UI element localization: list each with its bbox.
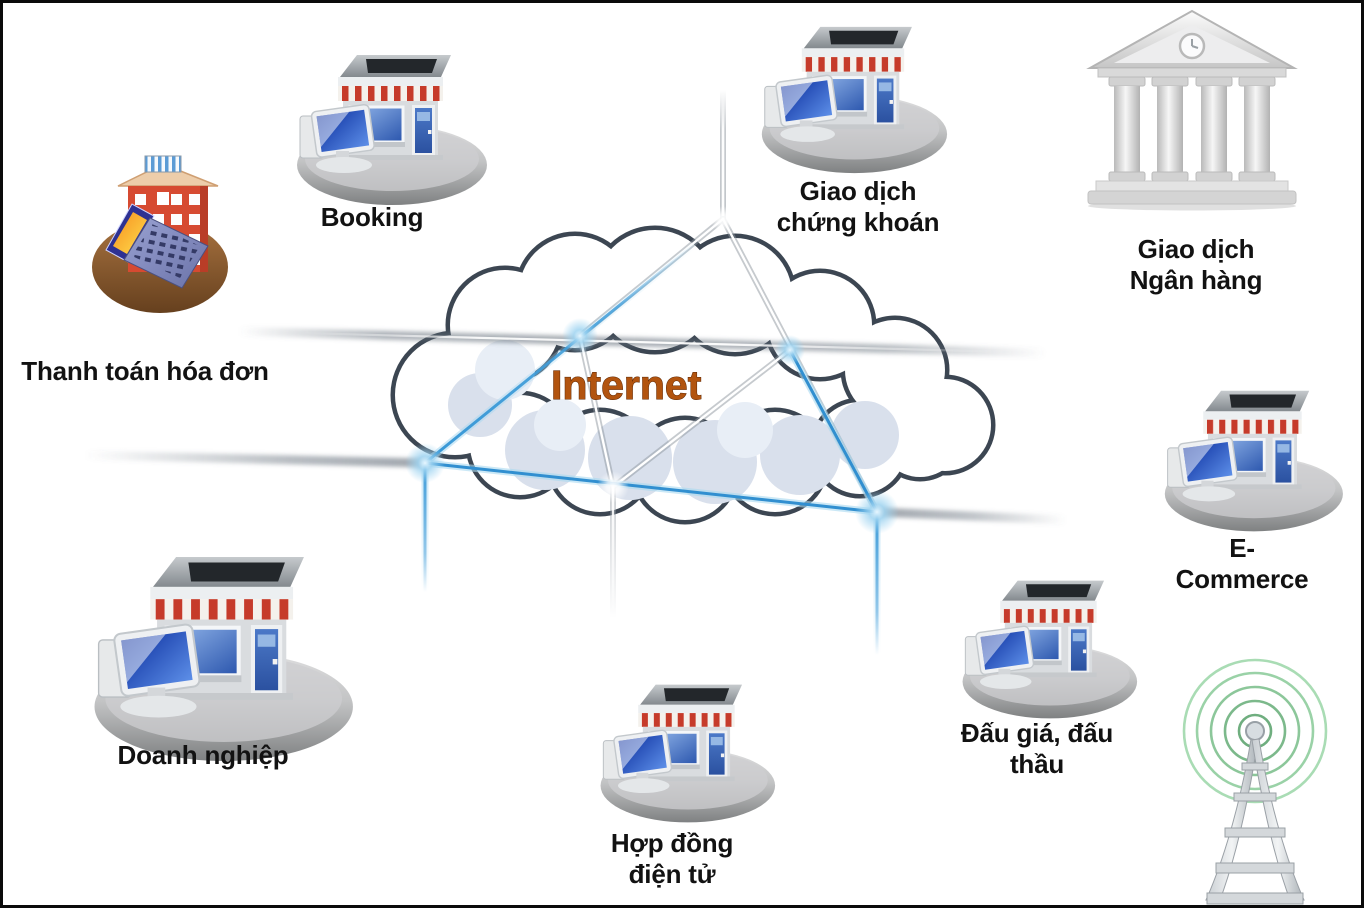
storefront-computer-icon (1158, 386, 1346, 536)
radio-tower-signal-icon (1180, 645, 1330, 908)
storefront-computer-icon (956, 576, 1140, 723)
storefront-computer-icon (290, 50, 490, 210)
label-stock-trading: Giao dịch chứng khoán (776, 176, 940, 237)
node-stock-trading (755, 22, 950, 178)
node-banking (1082, 6, 1302, 211)
node-bill-payment (88, 152, 238, 337)
network-flare-core (299, 331, 1011, 354)
node-e-contract (594, 680, 778, 827)
node-auction (956, 576, 1140, 723)
node-ecommerce (1158, 386, 1346, 536)
label-enterprise: Doanh nghiệp (117, 740, 289, 770)
network-node-glows (405, 206, 899, 534)
label-banking: Giao dịch Ngân hàng (1129, 234, 1263, 295)
label-auction: Đấu giá, đấu thầu (960, 718, 1114, 779)
storefront-computer-icon (85, 550, 357, 768)
internet-label: Internet (551, 362, 702, 408)
label-booking: Booking (320, 202, 424, 232)
label-bill-payment: Thanh toán hóa đơn (21, 356, 269, 386)
network-blue-lines (421, 236, 881, 659)
label-ecommerce: E- Commerce (1175, 533, 1309, 594)
storefront-computer-icon (755, 22, 950, 178)
bank-building-icon (1082, 6, 1302, 211)
node-booking (290, 50, 490, 210)
label-e-contract: Hợp đồng điện tử (610, 828, 734, 889)
node-enterprise (85, 550, 357, 768)
node-radio-tower (1180, 645, 1330, 908)
office-building-laptop-icon (88, 152, 238, 337)
storefront-computer-icon (594, 680, 778, 827)
